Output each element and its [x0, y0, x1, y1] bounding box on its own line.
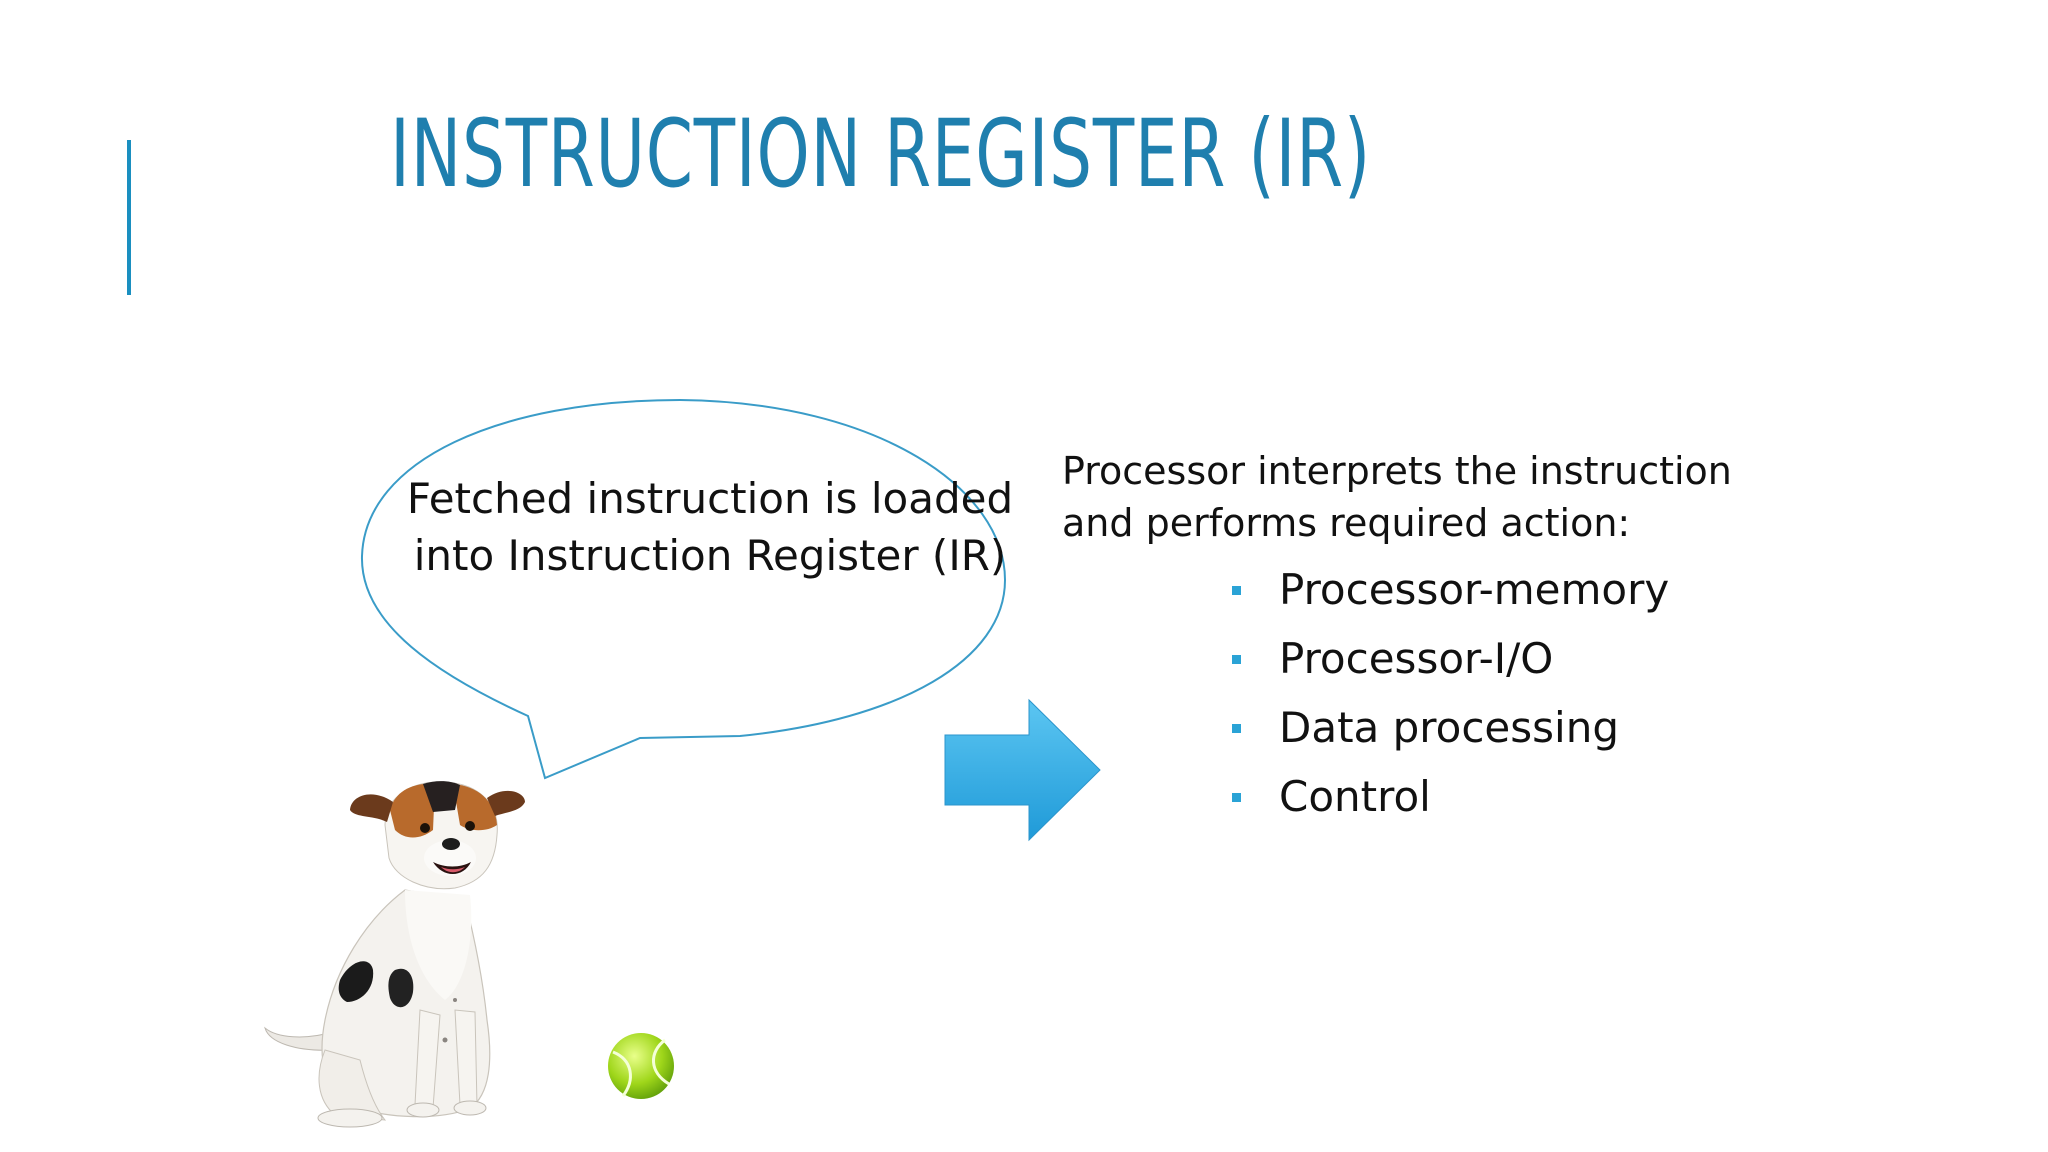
list-item-text: Processor-I/O — [1279, 634, 1554, 683]
bullet-square-icon — [1232, 655, 1241, 664]
bullet-square-icon — [1232, 586, 1241, 595]
list-item-text: Data processing — [1279, 703, 1619, 752]
description-line-2: and performs required action: — [1062, 501, 1631, 545]
bullet-square-icon — [1232, 724, 1241, 733]
bubble-text: Fetched instruction is loaded into Instr… — [390, 470, 1030, 584]
bullet-square-icon — [1232, 793, 1241, 802]
accent-bar — [127, 140, 131, 295]
description-line-1: Processor interprets the instruction — [1062, 449, 1732, 493]
slide-title: INSTRUCTION REGISTER (IR) — [390, 100, 1372, 209]
bubble-line-2: into Instruction Register (IR) — [413, 531, 1007, 580]
speech-bubble — [360, 398, 1007, 780]
list-item-text: Control — [1279, 772, 1431, 821]
list-item-text: Processor-memory — [1279, 565, 1670, 614]
description: Processor interprets the instruction and… — [1062, 445, 1732, 549]
bubble-line-1: Fetched instruction is loaded — [406, 474, 1014, 523]
right-arrow-icon — [944, 698, 1101, 842]
tennis-ball-icon — [608, 1033, 674, 1099]
dog-illustration — [264, 781, 525, 1128]
